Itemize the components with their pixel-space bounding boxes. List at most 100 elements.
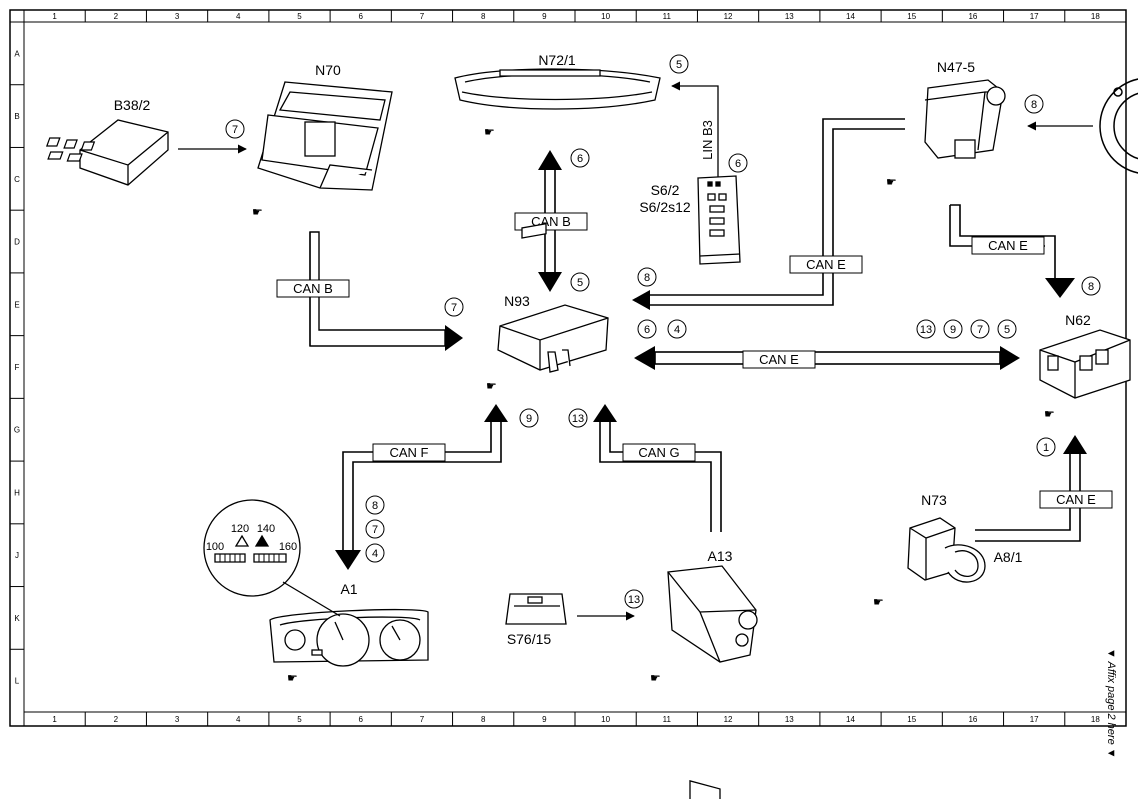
grid-column-label: 1 — [52, 12, 57, 21]
grid-column-label: 12 — [724, 12, 733, 21]
a1-instrument-cluster-drawing — [269, 608, 429, 667]
grid-column-label: 3 — [175, 715, 180, 724]
grid-column-label: 8 — [481, 12, 486, 21]
gauge-label-140: 140 — [257, 523, 275, 535]
label-s76-15: S76/15 — [507, 631, 552, 647]
gauge-label-120: 120 — [231, 523, 249, 535]
bus-label-boxes — [276, 212, 1113, 509]
can-g-label: CAN G — [638, 445, 679, 460]
grid-column-label: 4 — [236, 715, 241, 724]
grid-column-label: 9 — [542, 12, 547, 21]
label-a8-1: A8/1 — [994, 549, 1023, 565]
grid-row-label: D — [14, 238, 20, 247]
grid-column-label: 12 — [724, 715, 733, 724]
grid-column-label: 10 — [601, 715, 610, 724]
lin-b3-label: LIN B3 — [700, 120, 715, 160]
label-n93: N93 — [504, 293, 530, 309]
grid-column-label: 14 — [846, 12, 855, 21]
grid-column-label: 13 — [785, 715, 794, 724]
step-6-n93: 6 — [644, 324, 650, 336]
hand-icon: ☛ — [287, 671, 298, 685]
grid-column-label: 10 — [601, 12, 610, 21]
grid-column-label: 16 — [968, 12, 977, 21]
step-7-n62: 7 — [977, 324, 983, 336]
grid-column-label: 5 — [297, 715, 302, 724]
step-4-n93: 4 — [674, 324, 680, 336]
component-labels: B38/2 N70 N72/1 N47-5 N93 N62 S6/2 S6/2s… — [114, 52, 1091, 647]
grid-column-label: 17 — [1030, 715, 1039, 724]
n70-overhead-module-drawing — [257, 81, 393, 191]
label-n70: N70 — [315, 62, 341, 78]
grid-column-label: 9 — [542, 715, 547, 724]
step-numbers: 7 5 6 6 5 8 7 6 4 13 9 7 5 8 8 9 13 8 7 … — [232, 59, 1094, 606]
can-e-label-right: CAN E — [988, 238, 1028, 253]
n47-5-module-drawing — [924, 79, 1006, 159]
affix-page-note: ▼ Affix page 2 here ▼ — [1105, 648, 1117, 759]
step-7-b38: 7 — [232, 124, 238, 136]
wheel-partial-drawing — [1099, 78, 1138, 174]
label-n73: N73 — [921, 492, 947, 508]
step-8-n62: 8 — [1088, 281, 1094, 293]
hand-icon: ☛ — [484, 125, 495, 139]
grid-column-label: 3 — [175, 12, 180, 21]
grid-row-label: K — [14, 614, 20, 623]
hand-icon: ☛ — [1044, 407, 1055, 421]
grid-column-label: 6 — [358, 12, 363, 21]
step-5-n62: 5 — [1004, 324, 1010, 336]
grid-column-label: 6 — [358, 715, 363, 724]
grid-row-label: G — [14, 426, 20, 435]
step-7-n93: 7 — [451, 302, 457, 314]
can-e-label-lower: CAN E — [1056, 492, 1096, 507]
can-e-label-middle: CAN E — [759, 352, 799, 367]
grid-row-label: C — [14, 175, 20, 184]
grid-column-label: 18 — [1091, 715, 1100, 724]
grid-column-label: 11 — [663, 12, 672, 21]
grid-row-label: J — [15, 551, 19, 560]
bus-arrowheads — [335, 150, 1087, 570]
label-b38-2: B38/2 — [114, 97, 151, 113]
grid-row-label: A — [14, 49, 20, 58]
s76-15-switch-drawing — [505, 593, 567, 625]
grid-column-label: 14 — [846, 715, 855, 724]
label-n62: N62 — [1065, 312, 1091, 328]
grid-row-label: L — [15, 677, 20, 686]
hand-icon: ☛ — [886, 175, 897, 189]
a13-module-drawing — [667, 565, 758, 799]
thin-arrows — [178, 81, 1093, 621]
grid-column-label: 16 — [968, 715, 977, 724]
hand-icon: ☛ — [650, 671, 661, 685]
grid-column-label: 5 — [297, 12, 302, 21]
grid-column-label: 7 — [420, 715, 425, 724]
grid-row-label: H — [14, 488, 20, 497]
step-8-n47: 8 — [1031, 99, 1037, 111]
can-b-label-left: CAN B — [293, 281, 333, 296]
step-9-canf: 9 — [526, 413, 532, 425]
grid-column-label: 2 — [114, 715, 119, 724]
grid-column-label: 15 — [907, 12, 916, 21]
label-a13: A13 — [708, 548, 733, 564]
grid-row-label: E — [14, 300, 19, 309]
step-13-s76: 13 — [628, 594, 640, 606]
grid-column-label: 8 — [481, 715, 486, 724]
label-s6-2s12: S6/2s12 — [639, 199, 691, 215]
label-n47-5: N47-5 — [937, 59, 975, 75]
step-8-cane: 8 — [644, 272, 650, 284]
step-13-cang: 13 — [572, 413, 584, 425]
grid-column-label: 15 — [907, 715, 916, 724]
grid-column-label: 18 — [1091, 12, 1100, 21]
grid-column-label: 17 — [1030, 12, 1039, 21]
step-5-canb: 5 — [577, 277, 583, 289]
step-13-n62: 13 — [920, 324, 932, 336]
label-a1: A1 — [340, 581, 357, 597]
can-e-label-upper: CAN E — [806, 257, 846, 272]
gauge-ticks — [219, 554, 280, 562]
gauge-label-160: 160 — [279, 541, 297, 553]
s6-2-switch-drawing — [697, 175, 741, 265]
step-circles — [225, 54, 1101, 609]
grid-column-label: 1 — [52, 715, 57, 724]
reference-hand-icons: ☛ ☛ ☛ ☛ ☛ ☛ ☛ ☛ — [252, 125, 1055, 685]
can-f-label: CAN F — [390, 445, 429, 460]
b38-2-sensor-drawing — [45, 119, 169, 186]
